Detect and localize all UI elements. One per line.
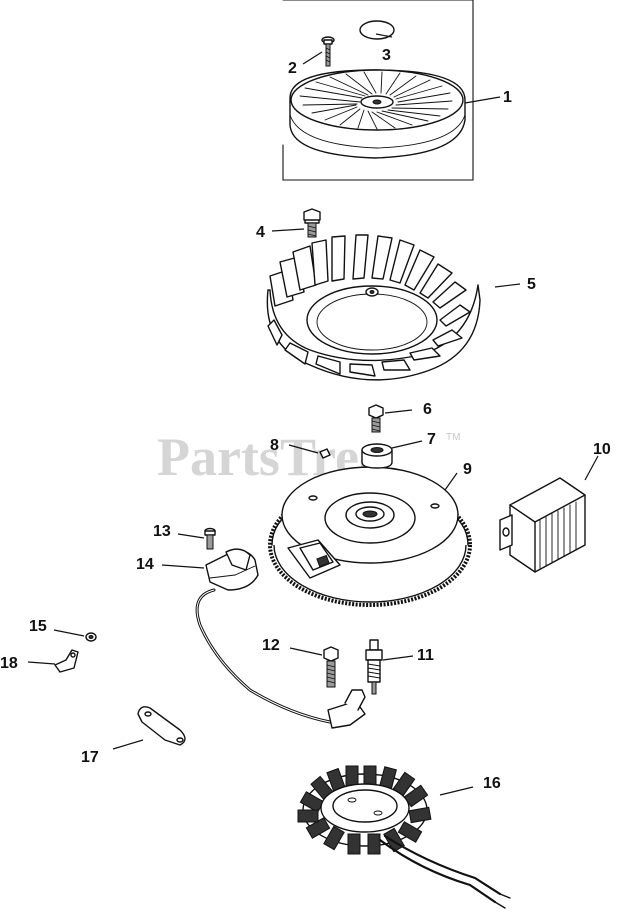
part-5-fan[interactable] — [266, 234, 481, 381]
part-12-bolt[interactable] — [323, 646, 339, 688]
callout-9[interactable]: 9 — [463, 461, 472, 478]
stator-poles — [297, 765, 432, 855]
part-6-bolt[interactable] — [368, 404, 384, 433]
part-15-washer[interactable] — [85, 632, 97, 642]
callout-8[interactable]: 8 — [270, 437, 279, 454]
part-11-spark-plug[interactable] — [365, 639, 383, 695]
part-4-bolt[interactable] — [303, 208, 321, 238]
leader-lines — [27, 33, 599, 796]
callout-13[interactable]: 13 — [153, 523, 171, 540]
part-14-ignition-module[interactable] — [195, 548, 366, 729]
callout-12[interactable]: 12 — [262, 637, 280, 654]
part-17-bracket[interactable] — [137, 706, 186, 746]
callout-5[interactable]: 5 — [527, 276, 536, 293]
part-13-screw[interactable] — [204, 527, 216, 550]
part-2-screw[interactable] — [321, 36, 335, 67]
callout-2[interactable]: 2 — [288, 60, 297, 77]
callout-3[interactable]: 3 — [382, 47, 391, 64]
callout-11[interactable]: 11 — [417, 647, 434, 664]
part-3-decal[interactable] — [359, 20, 395, 40]
callout-labels: 1 2 3 4 5 6 7 8 9 10 11 12 13 14 15 18 1… — [0, 47, 611, 792]
part-10-regulator[interactable] — [499, 477, 586, 573]
callout-18[interactable]: 18 — [0, 655, 18, 672]
part-8-key[interactable] — [319, 448, 331, 459]
callout-14[interactable]: 14 — [136, 556, 154, 573]
part-9-flywheel[interactable] — [268, 466, 472, 607]
callout-7[interactable]: 7 — [427, 431, 436, 448]
part-1-grass-screen[interactable] — [282, 0, 474, 181]
callout-16[interactable]: 16 — [483, 775, 501, 792]
callout-10[interactable]: 10 — [593, 441, 611, 458]
part-18-clip[interactable] — [54, 649, 79, 673]
part-7-washer[interactable] — [361, 443, 393, 469]
callout-17[interactable]: 17 — [81, 749, 99, 766]
fan-blades — [267, 234, 471, 377]
part-16-stator[interactable] — [297, 765, 511, 909]
screen-vanes — [299, 71, 453, 130]
callout-1[interactable]: 1 — [503, 89, 512, 106]
callout-15[interactable]: 15 — [29, 618, 47, 635]
watermark-trademark: TM — [446, 432, 460, 443]
callout-4[interactable]: 4 — [256, 224, 265, 241]
callout-6[interactable]: 6 — [423, 401, 432, 418]
